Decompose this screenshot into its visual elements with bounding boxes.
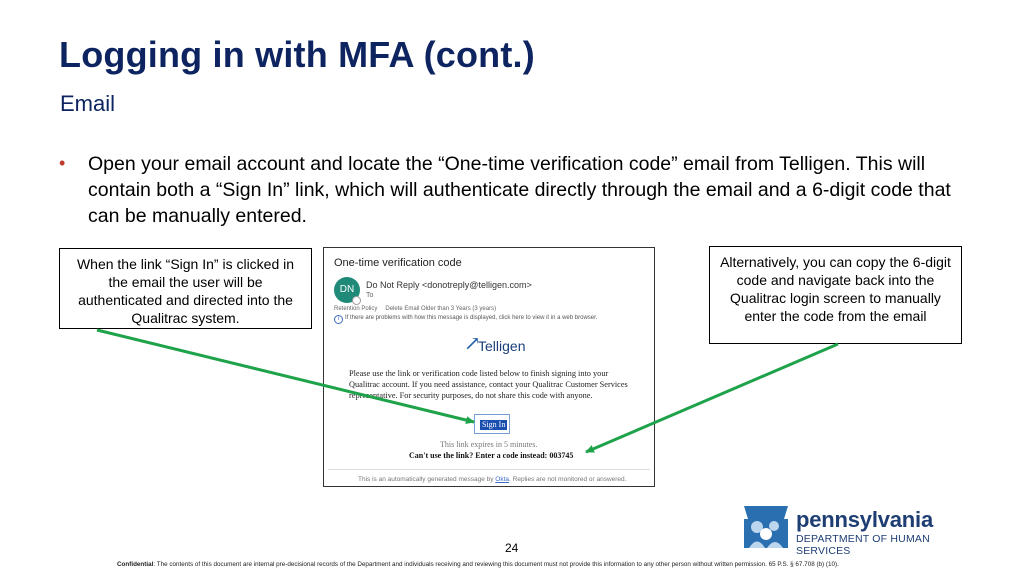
callout-code-note: Alternatively, you can copy the 6-digit … xyxy=(709,246,962,344)
link-expiry-text: This link expires in 5 minutes. xyxy=(440,440,538,449)
logo-name: pennsylvania xyxy=(796,507,933,532)
slide-title: Logging in with MFA (cont.) xyxy=(59,34,535,75)
retention-label: Retention Policy xyxy=(334,306,378,312)
logo-department: DEPARTMENT OF HUMAN SERVICES xyxy=(796,533,930,557)
email-screenshot: One-time verification code DN Do Not Rep… xyxy=(323,247,655,487)
pa-dhs-logo: pennsylvania DEPARTMENT OF HUMAN SERVICE… xyxy=(741,503,981,557)
sign-in-highlight: Sign In xyxy=(474,414,510,434)
telligen-logo-text: Telligen xyxy=(478,338,526,354)
okta-link[interactable]: Okta xyxy=(495,476,510,483)
presence-status-icon xyxy=(352,296,361,305)
confidential-label: Confidential xyxy=(117,561,154,568)
email-body-text: Please use the link or verification code… xyxy=(349,369,628,400)
bullet-text: Open your email account and locate the “… xyxy=(88,153,951,227)
code-prompt: Can't use the link? Enter a code instead… xyxy=(409,451,548,460)
retention-value: Delete Email Older than 3 Years (3 years… xyxy=(385,306,497,312)
sender-avatar: DN xyxy=(334,277,360,303)
confidentiality-notice: Confidential: The contents of this docum… xyxy=(117,561,839,568)
verification-code: 003745 xyxy=(549,451,574,460)
retention-policy: Retention Policy Delete Email Older than … xyxy=(334,306,496,312)
bullet-marker: • xyxy=(59,153,66,173)
info-icon: i xyxy=(334,315,343,324)
slide-subtitle: Email xyxy=(60,91,116,116)
email-footer: This is an automatically generated messa… xyxy=(358,476,626,483)
view-in-browser-link[interactable]: If there are problems with how this mess… xyxy=(345,315,598,321)
confidential-text: : The contents of this document are inte… xyxy=(153,561,839,568)
page-number: 24 xyxy=(505,541,519,555)
email-footer-prefix: This is an automatically generated messa… xyxy=(358,476,496,483)
email-footer-suffix: . Replies are not monitored or answered. xyxy=(509,476,627,483)
email-footer-divider xyxy=(328,469,650,470)
verification-code-line: Can't use the link? Enter a code instead… xyxy=(409,451,573,460)
keystone-family-icon xyxy=(744,506,788,548)
callout-sign-in-note: When the link “Sign In” is clicked in th… xyxy=(59,248,312,329)
sign-in-link[interactable]: Sign In xyxy=(480,420,508,430)
email-sender: Do Not Reply <donotreply@telligen.com> xyxy=(366,280,532,290)
email-subject: One-time verification code xyxy=(334,257,462,269)
email-to-label: To xyxy=(366,292,374,299)
